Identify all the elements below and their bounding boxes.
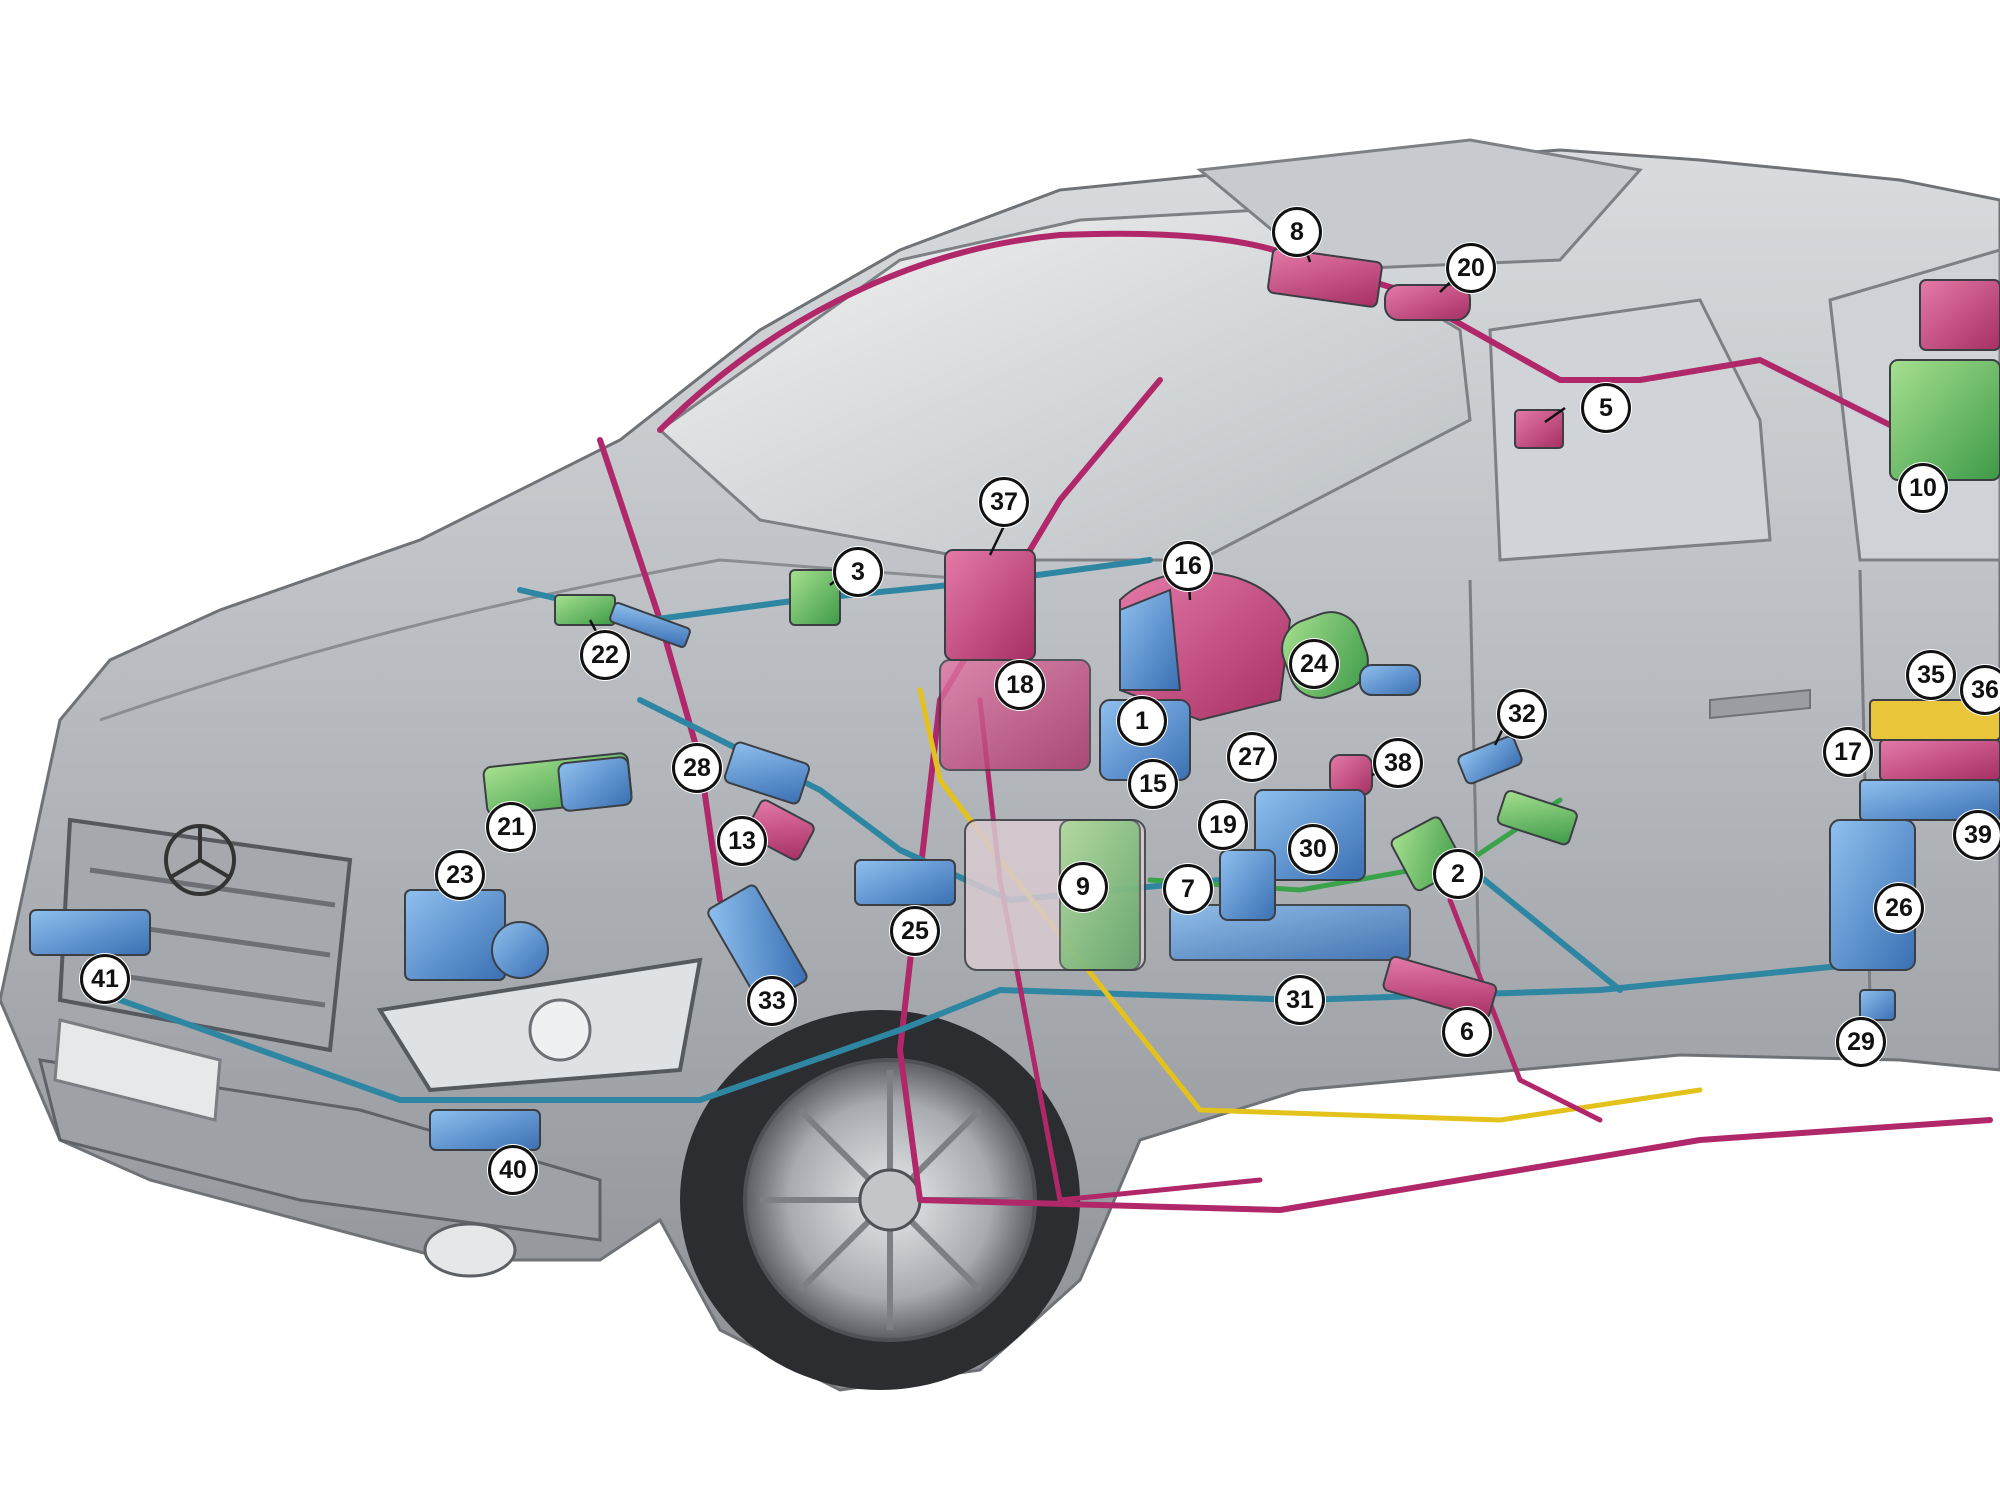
callout-8: 8: [1272, 207, 1322, 257]
callout-35: 35: [1906, 650, 1956, 700]
module-39: [1859, 779, 2000, 821]
callout-2: 2: [1433, 849, 1483, 899]
callout-41: 41: [80, 954, 130, 1004]
module-37: [944, 549, 1036, 661]
callout-21: 21: [486, 802, 536, 852]
fog-light: [423, 1222, 517, 1278]
mercedes-star-icon: [164, 824, 236, 896]
side-window-front: [1488, 298, 1772, 562]
module-25: [854, 859, 956, 906]
callout-3: 3: [833, 547, 883, 597]
module-23: [404, 889, 506, 981]
callout-15: 15: [1128, 759, 1178, 809]
callout-24: 24: [1289, 639, 1339, 689]
callout-40: 40: [488, 1145, 538, 1195]
callout-33: 33: [747, 976, 797, 1026]
module-5: [1514, 409, 1564, 449]
callout-25: 25: [890, 906, 940, 956]
callout-29: 29: [1836, 1017, 1886, 1067]
callout-10: 10: [1898, 463, 1948, 513]
callout-19: 19: [1198, 800, 1248, 850]
module-28: [723, 741, 811, 805]
callout-6: 6: [1442, 1007, 1492, 1057]
module-10: [1889, 359, 2000, 481]
module-3: [789, 569, 841, 626]
module-40: [429, 1109, 541, 1151]
callout-37: 37: [979, 477, 1029, 527]
callout-32: 32: [1497, 689, 1547, 739]
callout-38: 38: [1373, 738, 1423, 788]
module-6: [1382, 955, 1498, 1020]
module-8: [1267, 247, 1383, 308]
callout-27: 27: [1227, 732, 1277, 782]
callout-9: 9: [1058, 862, 1108, 912]
callout-16: 16: [1163, 541, 1213, 591]
module-17: [1879, 739, 2000, 781]
module-32: [1457, 735, 1523, 785]
callout-31: 31: [1275, 975, 1325, 1025]
callout-36: 36: [1960, 665, 2000, 715]
module-13: [745, 799, 815, 861]
callout-18: 18: [995, 660, 1045, 710]
callout-28: 28: [672, 743, 722, 793]
callout-20: 20: [1446, 243, 1496, 293]
door-handle: [1709, 688, 1811, 720]
callout-23: 23: [435, 850, 485, 900]
callout-1: 1: [1117, 696, 1167, 746]
module-29: [1859, 989, 1896, 1021]
front-wheel: [680, 1010, 1080, 1390]
callout-7: 7: [1163, 864, 1213, 914]
module-20: [1384, 284, 1471, 321]
module-41: [29, 909, 151, 956]
callout-5: 5: [1581, 383, 1631, 433]
callout-26: 26: [1874, 883, 1924, 933]
wire-magenta: [597, 230, 1993, 1213]
module-31: [1169, 904, 1411, 961]
module-22: [554, 594, 616, 626]
callout-22: 22: [580, 630, 630, 680]
callout-39: 39: [1953, 810, 2000, 860]
callout-13: 13: [717, 816, 767, 866]
callout-17: 17: [1823, 727, 1873, 777]
callout-30: 30: [1288, 824, 1338, 874]
windshield: [657, 208, 1472, 562]
